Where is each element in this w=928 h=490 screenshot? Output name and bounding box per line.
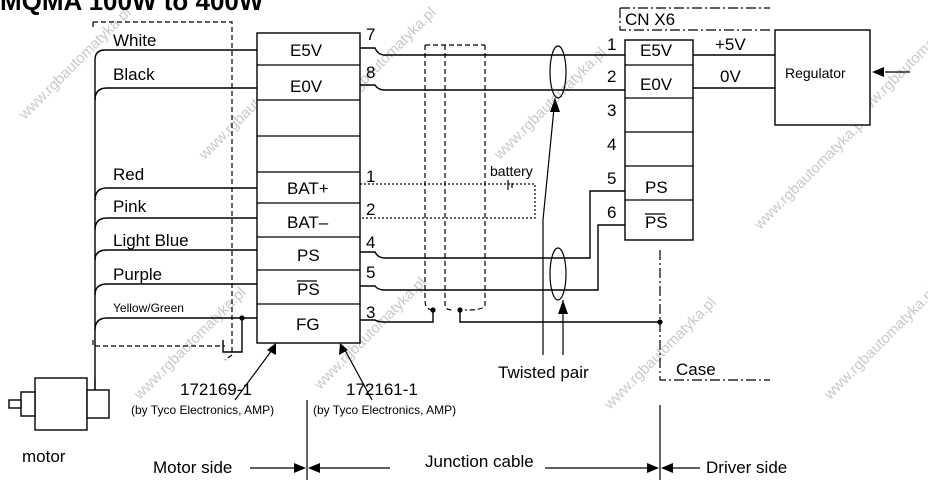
pin-8: 8 (366, 63, 375, 82)
section-boundaries (250, 400, 700, 480)
twisted-pair-ellipse-bottom (549, 247, 567, 301)
junction-dot-left (239, 315, 245, 321)
motor-conn-bat-minus: BAT– (287, 213, 329, 232)
pin-3: 3 (366, 303, 375, 322)
twisted-pair-ellipse-top (549, 45, 567, 99)
part-left-number: 172169-1 (180, 380, 252, 399)
diagram-title: MQMA 100W to 400W (0, 0, 264, 16)
cn-x6-frame-top (619, 7, 770, 31)
part-left-maker: (by Tyco Electronics, AMP) (131, 403, 274, 417)
wire-label-black: Black (113, 65, 155, 84)
supply-0v: 0V (720, 67, 741, 86)
twisted-pair-label: Twisted pair (498, 363, 589, 382)
driver-side-label: Driver side (706, 458, 787, 477)
cn-pin-2: 2 (607, 67, 616, 86)
motor-symbol (8, 377, 110, 431)
driver-supply (693, 54, 775, 89)
cn-row-e5v: E5V (640, 41, 673, 60)
case-frame (659, 250, 770, 381)
pin-7: 7 (366, 25, 375, 44)
watermark-10: www.rgbautomatyka.pl (820, 284, 928, 403)
motor-conn-e0v: E0V (290, 77, 323, 96)
regulator-label: Regulator (785, 65, 846, 81)
cn-pin-3: 3 (607, 101, 616, 120)
pin-5: 5 (366, 263, 375, 282)
wire-label-light-blue: Light Blue (113, 231, 189, 250)
supply-plus-5v: +5V (715, 35, 746, 54)
junction-dot-shield-a (430, 307, 436, 313)
pin-4: 4 (366, 233, 375, 252)
cn-row-ps-bar: PS (645, 213, 668, 232)
watermark-6: www.rgbautomatyka.pl (750, 114, 869, 233)
motor-connector (256, 32, 361, 344)
cn-row-ps: PS (645, 178, 668, 197)
case-label: Case (676, 360, 716, 379)
cn-x6-connector (624, 39, 694, 241)
cn-pin-6: 6 (607, 203, 616, 222)
wire-label-yellow-green: Yellow/Green (113, 301, 184, 315)
pin-2: 2 (366, 200, 375, 219)
junction-shield (424, 44, 486, 311)
motor-conn-e5v: E5V (290, 41, 323, 60)
part-right-maker: (by Tyco Electronics, AMP) (313, 403, 456, 417)
cn-row-e0v: E0V (640, 75, 673, 94)
wire-label-purple: Purple (113, 265, 162, 284)
wire-label-pink: Pink (113, 197, 147, 216)
junction-wires (360, 47, 660, 323)
motor-label: motor (22, 447, 66, 466)
motor-conn-ps: PS (297, 246, 320, 265)
part-arrows (234, 343, 373, 401)
regulator-box (774, 29, 871, 126)
wire-label-red: Red (113, 165, 144, 184)
motor-conn-ps-bar: PS (297, 280, 320, 299)
motor-conn-bat-plus: BAT+ (287, 179, 329, 198)
twisted-pair-arrows (542, 97, 568, 355)
motor-conn-fg: FG (296, 315, 320, 334)
cn-x6-title: CN X6 (625, 10, 675, 29)
cn-pin-5: 5 (607, 169, 616, 188)
wire-label-white: White (113, 31, 156, 50)
cn-pin-1: 1 (607, 35, 616, 54)
battery-symbol (507, 180, 513, 190)
motor-wires (94, 49, 257, 390)
battery-label: battery (490, 163, 533, 179)
regulator-input-arrow (872, 67, 910, 77)
watermark-1: www.rgbautomatyka.pl (15, 4, 134, 123)
motor-side-label: Motor side (153, 458, 232, 477)
pin-1: 1 (366, 167, 375, 186)
part-right-number: 172161-1 (346, 380, 418, 399)
junction-cable-label: Junction cable (425, 452, 534, 471)
junction-dot-shield-b (457, 307, 463, 313)
cn-pin-4: 4 (607, 135, 616, 154)
